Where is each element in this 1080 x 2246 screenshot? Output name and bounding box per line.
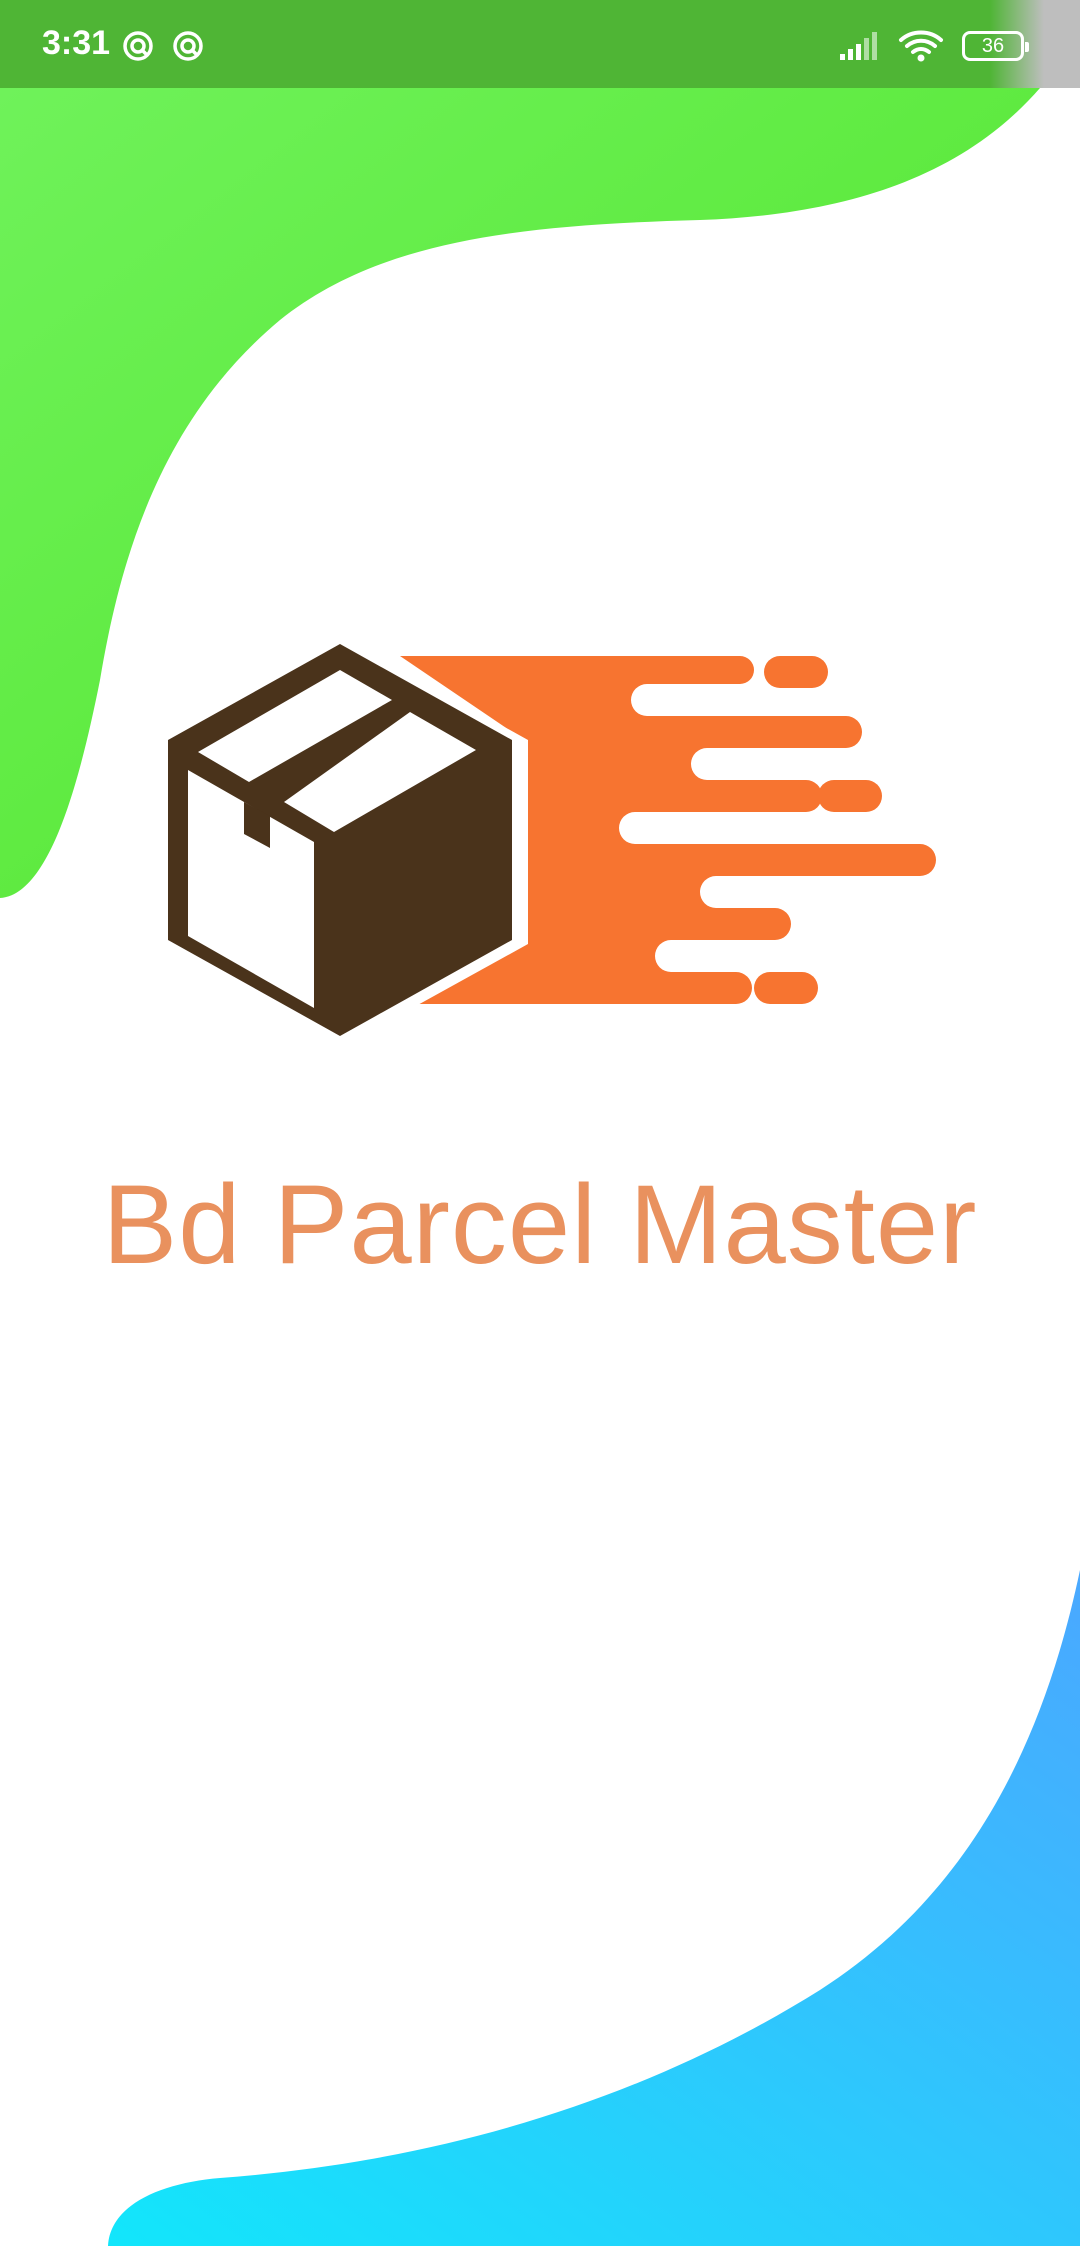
green-blob bbox=[0, 88, 1040, 898]
status-time: 3:31 bbox=[42, 24, 111, 62]
battery-tip bbox=[1025, 42, 1029, 52]
app-title: Bd Parcel Master bbox=[102, 1162, 978, 1287]
speed-lines-shape bbox=[400, 656, 936, 1004]
wifi-icon bbox=[899, 30, 943, 62]
battery-level: 36 bbox=[981, 34, 1005, 57]
status-right-group: 36 bbox=[838, 28, 1029, 64]
fast-delivery-box-icon bbox=[160, 636, 936, 1046]
signal-icon bbox=[840, 32, 877, 60]
notification-circle-icon bbox=[123, 31, 153, 61]
notification-circle-icon bbox=[173, 31, 203, 61]
box-shape bbox=[168, 644, 512, 1036]
status-bar-fade bbox=[990, 0, 1080, 88]
blue-blob bbox=[108, 1570, 1080, 2246]
battery-icon: 36 bbox=[962, 31, 1029, 61]
status-bar: 3:31 36 bbox=[0, 0, 1080, 88]
